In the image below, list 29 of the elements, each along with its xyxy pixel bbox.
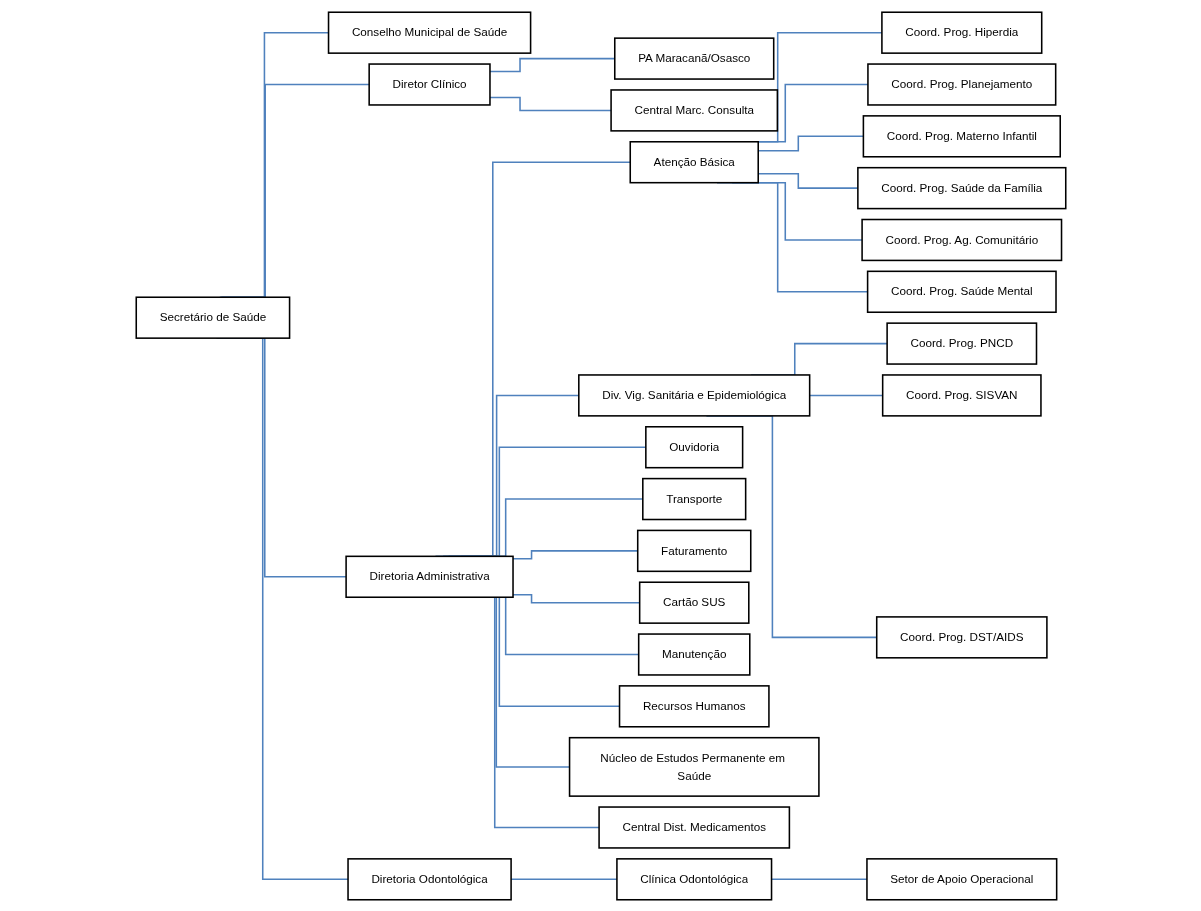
- node-box: Conselho Municipal de Saúde: [327, 10, 531, 54]
- node-box: Coord. Prog. Saúde Mental: [866, 270, 1057, 313]
- node-box: Coord. Prog. Hiperdia: [880, 10, 1042, 54]
- node-box: Central Marc. Consulta: [609, 88, 778, 132]
- node-box: Div. Vig. Sanitária e Epidemiológica: [577, 373, 810, 417]
- node-box: Diretoria Odontológica: [346, 857, 512, 901]
- node-box: Coord. Prog. Materno Infantil: [862, 114, 1061, 158]
- node-box: Central Dist. Medicamentos: [597, 805, 790, 849]
- node-box: Cartão SUS: [638, 580, 750, 624]
- node-box: Ouvidoria: [644, 425, 743, 468]
- node-box: Setor de Apoio Operacional: [865, 857, 1057, 901]
- node-box: Atenção Básica: [628, 140, 759, 183]
- node-box: PA Maracanã/Osasco: [613, 36, 774, 80]
- connector: [511, 593, 640, 603]
- node-box: Coord. Prog. Planejamento: [866, 62, 1056, 106]
- node-box: Secretário de Saúde: [134, 295, 290, 339]
- node-box: Diretoria Administrativa: [344, 555, 514, 598]
- node-box: Transporte: [641, 477, 746, 520]
- node-box: Clínica Odontológica: [615, 857, 772, 901]
- node-box: Diretor Clínico: [367, 62, 491, 106]
- node-box: Coord. Prog. DST/AIDS: [875, 615, 1048, 659]
- node-box: Faturamento: [636, 529, 751, 572]
- node-box: Manutenção: [637, 632, 751, 676]
- node-box: Coord. Prog. SISVAN: [881, 373, 1042, 417]
- node-box: Coord. Prog. Saúde da Família: [856, 166, 1067, 209]
- node-box: Coord. Prog. PNCD: [885, 321, 1037, 365]
- node-box: Núcleo de Estudos Permanente em Saúde: [568, 736, 820, 797]
- node-box: Recursos Humanos: [618, 684, 770, 728]
- node-box: Coord. Prog. Ag. Comunitário: [860, 218, 1062, 261]
